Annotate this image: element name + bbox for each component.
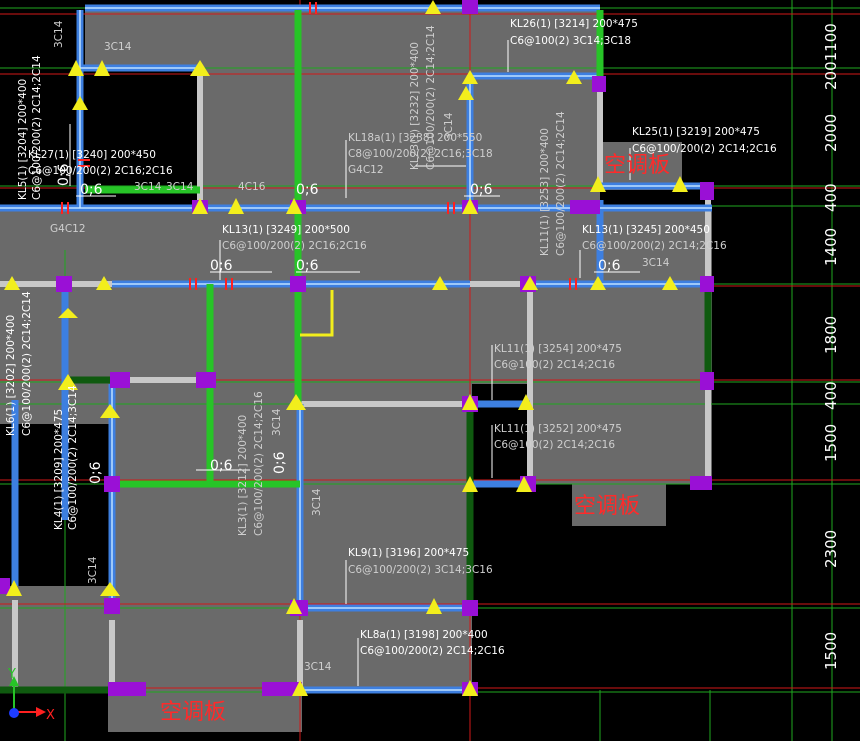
beam-label-kl27: KL27(1) [3240] 200*450 — [28, 149, 156, 161]
dimension-column: 2001100 2000 400 1400 1800 400 1500 2300… — [822, 23, 840, 670]
dim-text: 2300 — [822, 530, 840, 568]
ratio-label: 0;6 — [296, 258, 319, 274]
ratio-label: 0;6 — [80, 182, 103, 198]
ratio-label-group: 0;6 0;6 0;6 0;6 0;6 0;6 0;6 0;6 0;6 0;6 — [56, 163, 621, 484]
beam-spec-kl25: C6@100/200(2) 2C14;2C16 — [632, 143, 777, 155]
beam-spec-kl9: C6@100/200(2) 3C14;3C16 — [348, 564, 493, 576]
rebar-label: 3C14 — [166, 181, 194, 193]
beam-spec-kl18a: C8@100/200(2) 2C16;3C18 — [348, 148, 493, 160]
ucs-x-label: X — [46, 708, 55, 723]
slab-label-group: 空调板 空调板 空调板 — [160, 153, 670, 725]
slab-label: 空调板 — [574, 494, 640, 519]
dim-text: 2000 — [822, 114, 840, 152]
vbeam-spec: C6@100/200(2) 2C14;2C14 — [21, 291, 33, 436]
rebar-label: 3C14 — [271, 408, 283, 436]
rebar-label: 3C14 — [87, 556, 99, 584]
vbeam-spec: C6@100/200(2) 2C14;3C14 — [67, 385, 79, 530]
rebar-label: 3C14 — [642, 257, 670, 269]
ratio-label: 0;6 — [56, 163, 72, 186]
dim-text: 1400 — [822, 228, 840, 266]
slab-panel — [112, 384, 472, 484]
rebar-label: 3C14 — [53, 20, 65, 48]
rebar-label: 3C14 — [134, 181, 162, 193]
beam-label-kl25: KL25(1) [3219] 200*475 — [632, 126, 760, 138]
dim-text: 400 — [822, 183, 840, 212]
beam-label-kl26: KL26(1) [3214] 200*475 — [510, 18, 638, 30]
ratio-label: 0;6 — [296, 182, 319, 198]
yellow-opening — [300, 290, 334, 337]
vbeam-label: KL11(1) [3253] 200*400 — [539, 128, 551, 256]
dark-green-beams[interactable] — [0, 290, 712, 694]
vertical-annotation-group: KL23(1) [3232] 200*400 C6@100/200(2) 2C1… — [5, 25, 567, 536]
vbeam-label: KL6(1) [3202] 200*400 — [5, 315, 17, 436]
slab-panel — [200, 10, 470, 208]
beam-annotation-group: KL26(1) [3214] 200*475 C6@100(2) 3C14;3C… — [28, 18, 777, 657]
misc-label-group: 3C14 4C16 G4C12 3C14 3C14 3C14 3C14 3C14… — [50, 20, 670, 673]
rebar-label: 4C16 — [238, 181, 266, 193]
vbeam-label: KL5(1) [3204] 200*400 — [17, 79, 29, 200]
beam-spec-kl27: C6@100/200(2) 2C16;2C16 — [28, 165, 173, 177]
beam-label-kl13-b: KL13(1) [3245] 200*450 — [582, 224, 710, 236]
vbeam-label: KL23(1) [3232] 200*400 — [409, 42, 421, 170]
beam-label-kl18a: KL18a(1) [3238] 200*550 — [348, 132, 482, 144]
ratio-label: 0;6 — [210, 458, 233, 474]
beam-spec-kl11-b: C6@100(2) 2C14;2C16 — [494, 439, 615, 451]
slab-panel — [0, 284, 712, 384]
slab-panel — [112, 610, 472, 690]
slab-panel — [572, 484, 666, 526]
slab-panel — [470, 10, 602, 76]
slab-label: 空调板 — [160, 700, 226, 725]
vbeam-spec: C6@100/200(2) 2C14;2C14 — [31, 55, 43, 200]
beam-spec-kl26: C6@100(2) 3C14;3C18 — [510, 35, 631, 47]
dim-text: 1500 — [822, 632, 840, 670]
beam-label-kl11-a: KL11(1) [3254] 200*475 — [494, 343, 622, 355]
beam-spec-kl13-b: C6@100/200(2) 2C14;2C16 — [582, 240, 727, 252]
rebar-label: 3C14 — [311, 488, 323, 516]
rebar-label: G4C12 — [50, 223, 86, 235]
beam-label-kl13-a: KL13(1) [3249] 200*500 — [222, 224, 350, 236]
slab-panel — [0, 208, 712, 284]
ratio-label: 0;6 — [470, 182, 493, 198]
rebar-label: 3C14 — [443, 112, 455, 140]
vbeam-spec: C6@100/200(2) 2C14;2C14 — [555, 111, 567, 256]
beam-spec-kl13-a: C6@100/200(2) 2C16;2C16 — [222, 240, 367, 252]
slab-panel — [85, 10, 200, 68]
vbeam-label: KL3(1) [3212] 200*400 — [237, 415, 249, 536]
ucs-icon: X Y — [7, 667, 55, 723]
dim-text: 1800 — [822, 316, 840, 354]
dim-text: 1500 — [822, 424, 840, 462]
ratio-label: 0;6 — [88, 461, 104, 484]
slab-label: 空调板 — [604, 153, 670, 178]
slab-panel — [112, 484, 472, 610]
beam-label-kl11-b: KL11(1) [3252] 200*475 — [494, 423, 622, 435]
beam-label-kl8a: KL8a(1) [3198] 200*400 — [360, 629, 488, 641]
slab-panel — [108, 690, 302, 732]
slab-panel — [0, 586, 112, 690]
vbeam-spec: C6@100/200(2) 2C14;2C14 — [425, 25, 437, 170]
beam-label-kl9: KL9(1) [3196] 200*475 — [348, 547, 469, 559]
dim-text: 400 — [822, 381, 840, 410]
slab-panel — [530, 384, 712, 484]
leader-lines — [69, 40, 640, 686]
dim-text: 2001100 — [822, 23, 840, 90]
break-marks — [61, 2, 577, 290]
ratio-label: 0;6 — [272, 451, 288, 474]
ucs-y-label: Y — [7, 667, 16, 682]
beam-spec-kl11-a: C6@100(2) 2C14;2C16 — [494, 359, 615, 371]
beam-spec-kl8a: C6@100/200(2) 2C14;2C16 — [360, 645, 505, 657]
vbeam-spec: C6@100/200(2) 2C14;2C16 — [253, 391, 265, 536]
rebar-label: 3C14 — [104, 41, 132, 53]
beam-extra-kl18a: G4C12 — [348, 164, 384, 176]
slab-panel — [600, 142, 682, 190]
ratio-label: 0;6 — [598, 258, 621, 274]
vbeam-label: KL4(1) [3209] 200*475 — [53, 409, 65, 530]
ratio-label: 0;6 — [210, 258, 233, 274]
support-triangles — [4, 0, 688, 696]
rebar-label: 3C14 — [304, 661, 332, 673]
